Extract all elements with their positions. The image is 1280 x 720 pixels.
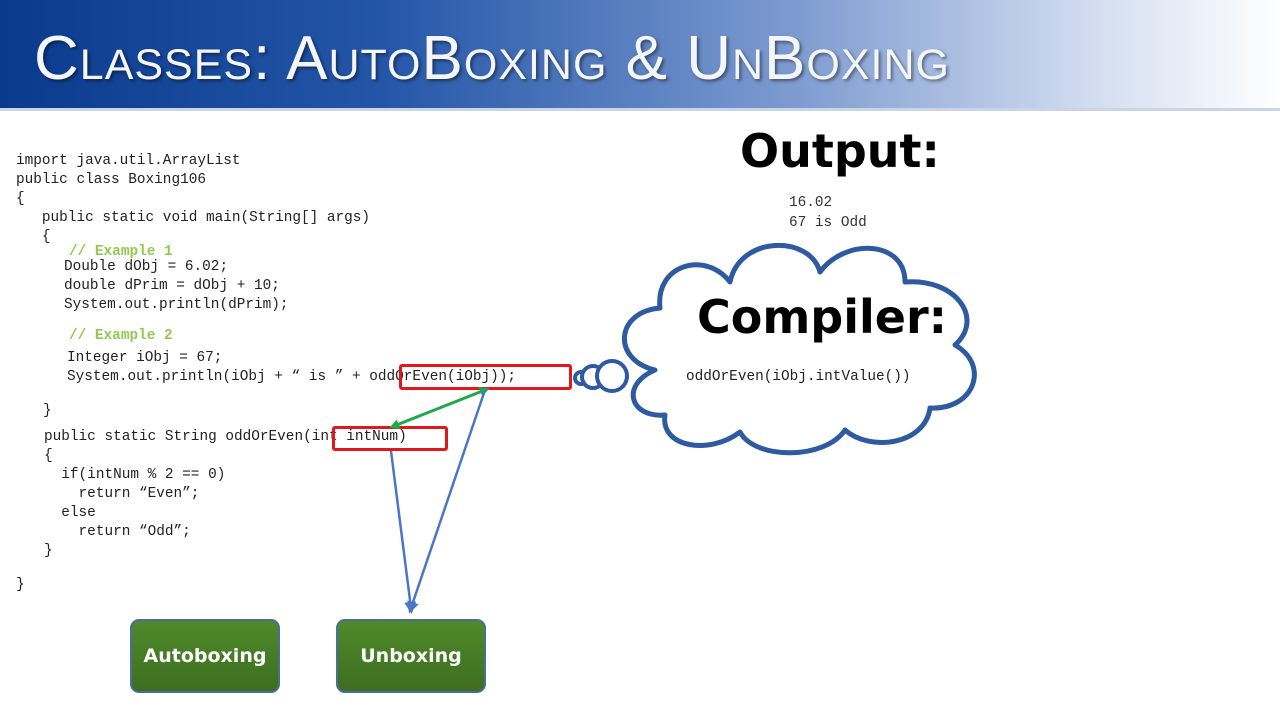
method-code: public static String oddOrEven(int intNu… xyxy=(44,429,407,559)
code-header-lines: import java.util.ArrayList public class … xyxy=(16,153,371,245)
example2-comment: // Example 2 xyxy=(69,328,173,344)
blue-arrow-from-param xyxy=(389,450,417,614)
output-heading: Output: xyxy=(740,124,940,178)
compiler-code: oddOrEven(iObj.intValue()) xyxy=(686,369,911,385)
example2-code-line1: Integer iObj = 67; xyxy=(67,350,223,366)
example1-code: Double dObj = 6.02; double dPrim = dObj … xyxy=(64,259,289,313)
example2-code-line2: System.out.println(iObj + “ is ” + oddOr… xyxy=(67,369,517,385)
blue-arrow-from-call xyxy=(407,389,487,614)
thought-bubble-large xyxy=(595,359,629,393)
slide-title: Classes: AutoBoxing & UnBoxing xyxy=(34,24,950,93)
unboxing-button[interactable]: Unboxing xyxy=(336,619,486,693)
compiler-heading: Compiler: xyxy=(697,290,948,344)
green-double-arrow xyxy=(389,387,490,429)
title-banner xyxy=(0,0,1280,110)
autoboxing-button[interactable]: Autoboxing xyxy=(130,619,280,693)
thought-cloud xyxy=(622,242,977,456)
banner-rule xyxy=(0,108,1280,111)
example1-comment: // Example 1 xyxy=(69,244,173,260)
output-text: 16.02 67 is Odd xyxy=(789,195,867,231)
main-close-brace: } xyxy=(43,403,52,419)
class-close-brace: } xyxy=(16,577,25,593)
